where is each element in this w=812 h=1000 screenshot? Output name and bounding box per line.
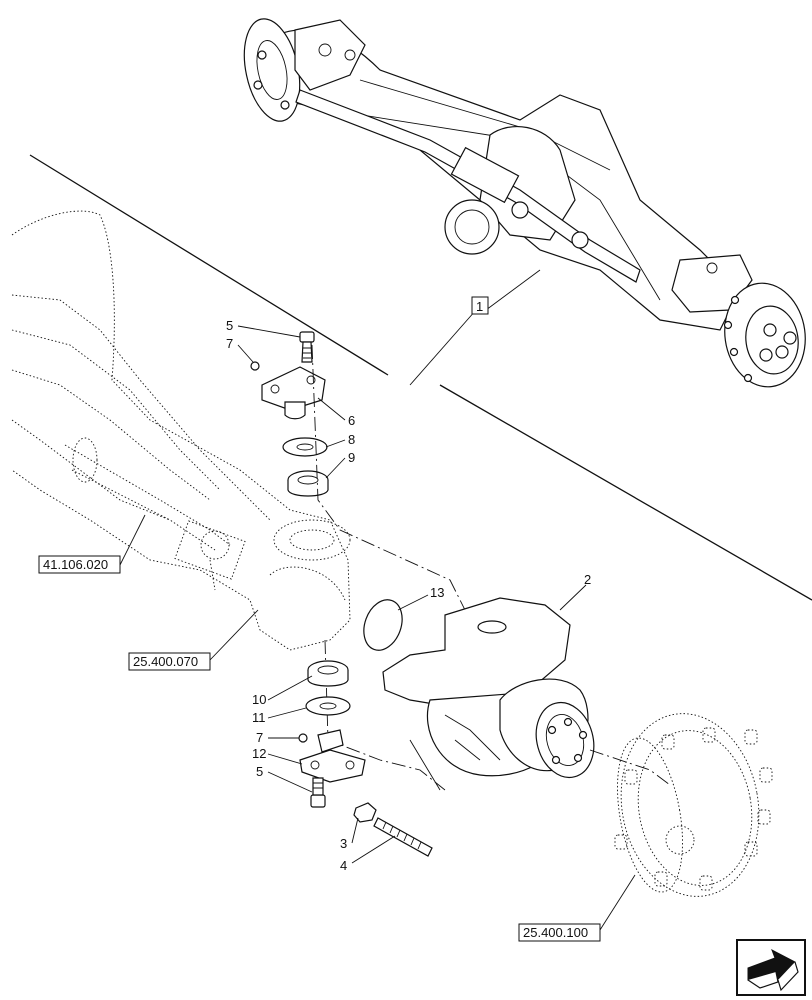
callout-2: 2 bbox=[584, 572, 591, 587]
leader-8 bbox=[325, 439, 346, 448]
ref-axle-group[interactable]: 25.400.070 bbox=[128, 652, 211, 671]
ref-steering-group[interactable]: 41.106.020 bbox=[38, 555, 121, 574]
callout-4: 4 bbox=[340, 858, 347, 873]
leader-11 bbox=[267, 707, 307, 719]
leader-6 bbox=[317, 397, 346, 421]
callout-3: 3 bbox=[340, 836, 347, 851]
leader-2 bbox=[559, 584, 587, 611]
axle-beam-phantom bbox=[11, 210, 351, 651]
leader-1-right bbox=[485, 269, 541, 311]
callout-7-lower: 7 bbox=[256, 730, 263, 745]
pivot-centerline-upper bbox=[311, 344, 471, 621]
leader-1-left bbox=[409, 309, 477, 386]
section-line-lower bbox=[439, 384, 812, 601]
callout-11: 11 bbox=[252, 710, 266, 725]
leader-9 bbox=[325, 457, 346, 479]
callout-1-text: 1 bbox=[476, 299, 483, 314]
ref-axle-link[interactable]: 25.400.070 bbox=[133, 654, 198, 669]
callout-12: 12 bbox=[252, 746, 266, 761]
upper-pivot-parts bbox=[250, 331, 329, 497]
callout-7-upper: 7 bbox=[226, 336, 233, 351]
ref-hub-group[interactable]: 25.400.100 bbox=[518, 923, 601, 942]
callout-10: 10 bbox=[252, 692, 266, 707]
callout-13: 13 bbox=[430, 585, 444, 600]
callout-1: 1 bbox=[471, 296, 489, 315]
hub-phantom bbox=[614, 713, 773, 897]
callout-6: 6 bbox=[348, 413, 355, 428]
callout-8: 8 bbox=[348, 432, 355, 447]
leader-dash-axle bbox=[409, 739, 441, 791]
section-line-upper bbox=[29, 154, 389, 376]
next-page-arrow-icon[interactable] bbox=[736, 939, 806, 996]
hub-centerline bbox=[589, 749, 671, 786]
leader-12 bbox=[267, 753, 303, 765]
leader-4 bbox=[351, 835, 396, 864]
lower-pivot-parts bbox=[298, 660, 433, 857]
callout-labels: 1 2 3 4 5 5 6 7 7 8 9 10 11 12 13 bbox=[226, 296, 591, 873]
leader-10 bbox=[267, 675, 313, 701]
leader-5b bbox=[267, 771, 313, 793]
leader-hub-ref bbox=[599, 874, 636, 931]
steering-knuckle bbox=[363, 597, 595, 779]
leader-5a bbox=[237, 325, 301, 338]
ref-hub-link[interactable]: 25.400.100 bbox=[523, 925, 588, 940]
ref-steering-link[interactable]: 41.106.020 bbox=[43, 557, 108, 572]
callout-5-lower: 5 bbox=[256, 764, 263, 779]
leader-7a bbox=[237, 344, 254, 363]
axle-assembly-overview bbox=[243, 18, 806, 388]
leader-13 bbox=[397, 594, 429, 611]
callout-5-upper: 5 bbox=[226, 318, 233, 333]
leader-axle-ref bbox=[209, 609, 259, 661]
callout-9: 9 bbox=[348, 450, 355, 465]
leader-3 bbox=[351, 817, 359, 844]
leader-steering-ref bbox=[119, 514, 146, 566]
